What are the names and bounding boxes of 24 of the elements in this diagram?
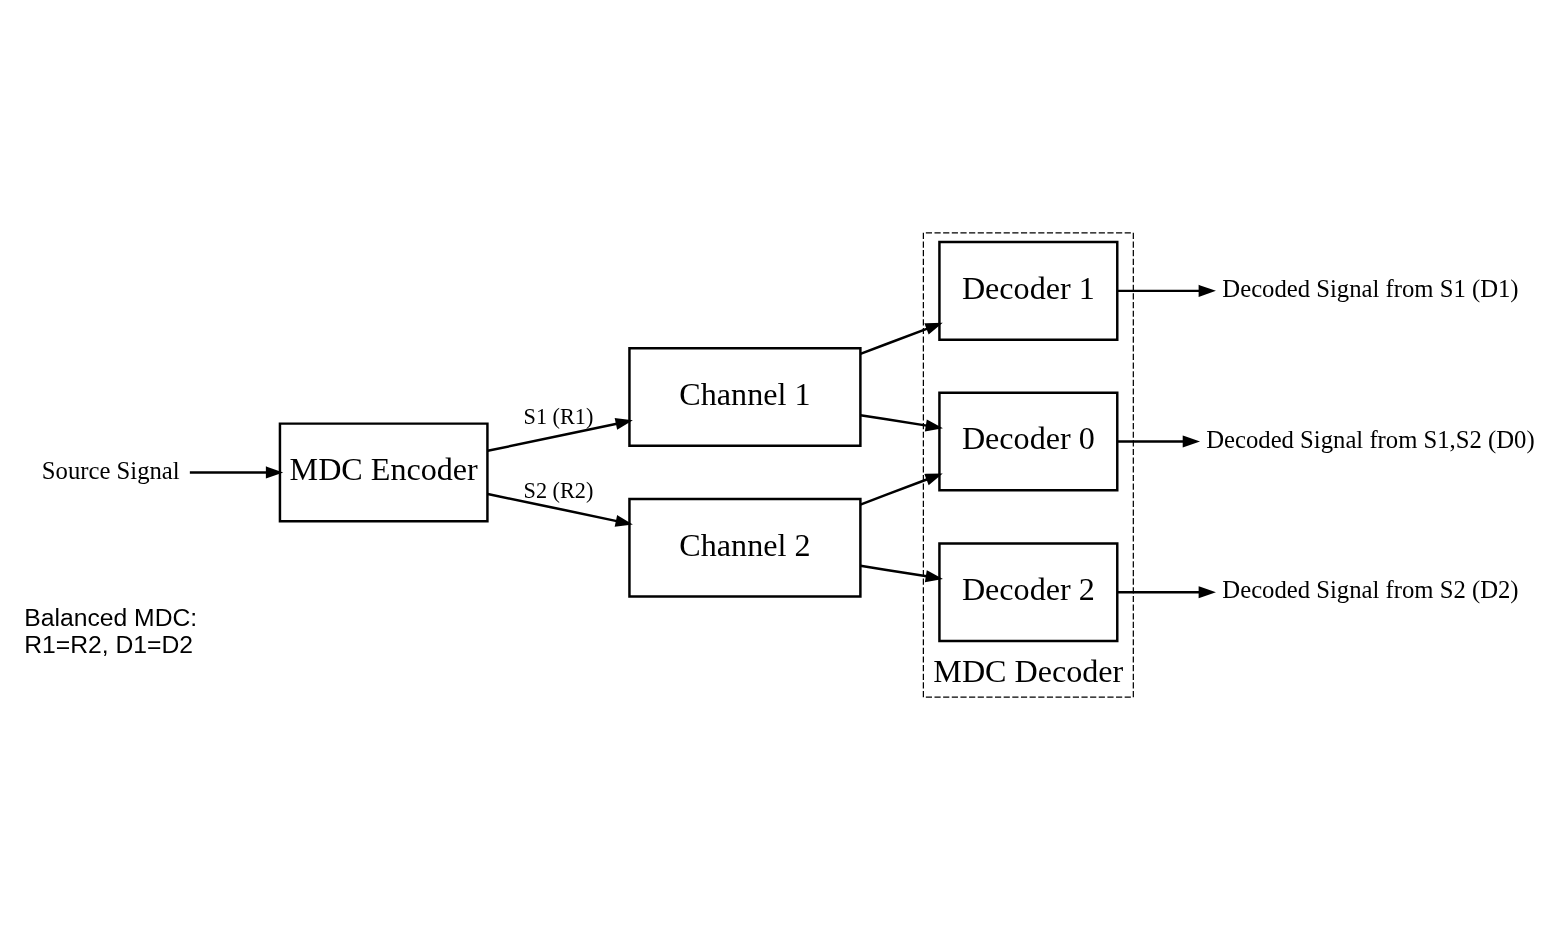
node-text: Source Signal	[41, 456, 180, 484]
arrow	[189, 466, 284, 479]
arrow	[860, 564, 943, 583]
node-text: Decoded Signal from S1 (D1)	[1222, 275, 1519, 303]
arrow	[1117, 435, 1201, 448]
arrow	[1117, 586, 1216, 599]
node-text: Decoded Signal from S1,S2 (D0)	[1206, 425, 1535, 453]
arrow	[860, 473, 943, 506]
edge-label: S1 (R1)	[523, 403, 594, 429]
edge-label: S2 (R2)	[523, 477, 594, 503]
label: Balanced MDC:	[24, 603, 198, 631]
label: R1=R2, D1=D2	[24, 630, 194, 658]
node-box: Channel 2	[628, 497, 862, 598]
node-box: Decoder 2	[938, 542, 1119, 643]
arrow	[487, 492, 633, 527]
node-text: Decoded Signal from S2 (D2)	[1222, 576, 1519, 604]
node-box: Decoder 0	[938, 391, 1119, 492]
arrow	[860, 413, 943, 432]
arrow	[1117, 284, 1216, 297]
node-box: MDC Encoder	[278, 422, 489, 523]
node-box: Channel 1	[628, 347, 862, 448]
arrow	[860, 322, 943, 356]
node-box: Decoder 1	[938, 240, 1119, 341]
arrow	[487, 417, 633, 453]
